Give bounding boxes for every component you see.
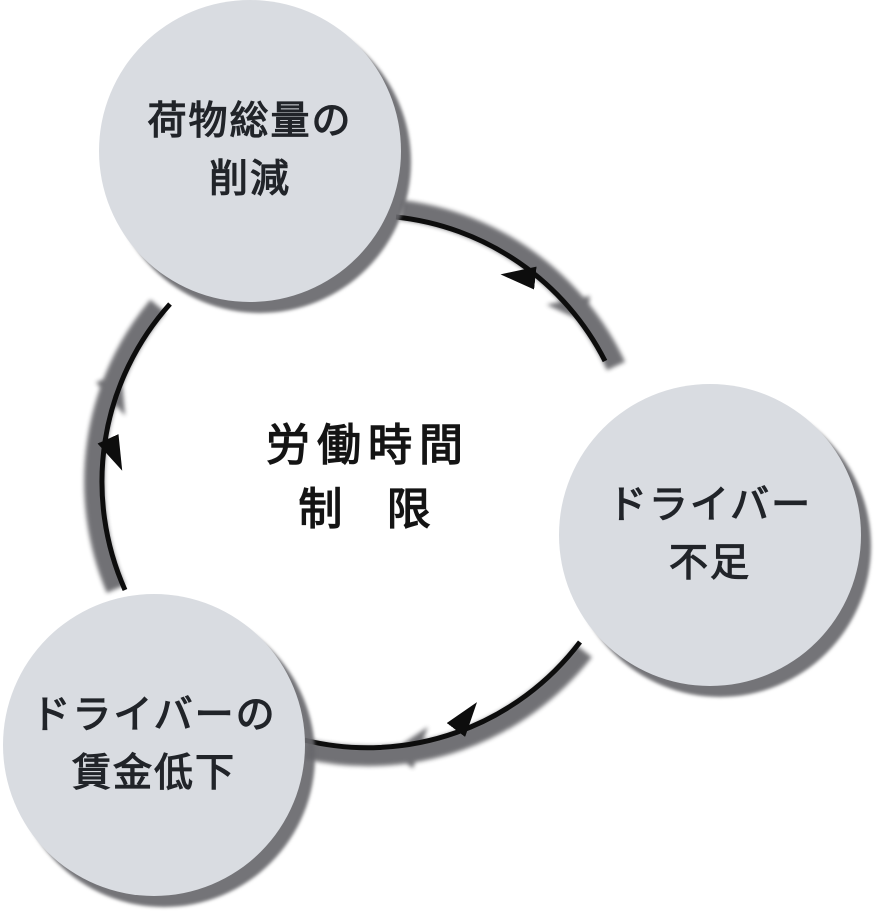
cycle-arrow-top-shadow xyxy=(399,200,626,371)
center-label: 労働時間 制 限 xyxy=(148,414,588,542)
satellite-label-line1: 荷物総量の xyxy=(147,100,353,143)
arrow-bottomleft-to-right-icon xyxy=(303,640,582,751)
satellite-label-line1: ドライバー xyxy=(607,484,813,527)
cycle-arrow-shadows xyxy=(84,200,626,769)
satellite-circle-cargo-volume-reduction: 荷物総量の 削減 xyxy=(99,0,401,302)
satellite-circle-driver-shortage: ドライバー 不足 xyxy=(559,384,861,686)
cycle-arrows xyxy=(97,214,608,751)
arrow-topleft-to-bottomleft-icon xyxy=(97,302,172,592)
arrow-right-to-topleft-icon xyxy=(395,214,608,363)
satellite-label-line1: ドライバーの xyxy=(31,694,277,737)
center-circle xyxy=(105,219,631,745)
satellite-label-line2: 不足 xyxy=(668,542,751,585)
cycle-arrow-bottom-shadow xyxy=(303,644,592,769)
center-label-line1: 労働時間 xyxy=(266,421,470,470)
satellite-circle-driver-wage-decline: ドライバーの 賃金低下 xyxy=(3,594,305,896)
cycle-arrow-left-shadow xyxy=(84,299,166,593)
center-label-line2: 制 限 xyxy=(298,485,438,534)
satellite-label-line2: 賃金低下 xyxy=(71,752,236,795)
satellite-label-line2: 削減 xyxy=(208,158,291,201)
